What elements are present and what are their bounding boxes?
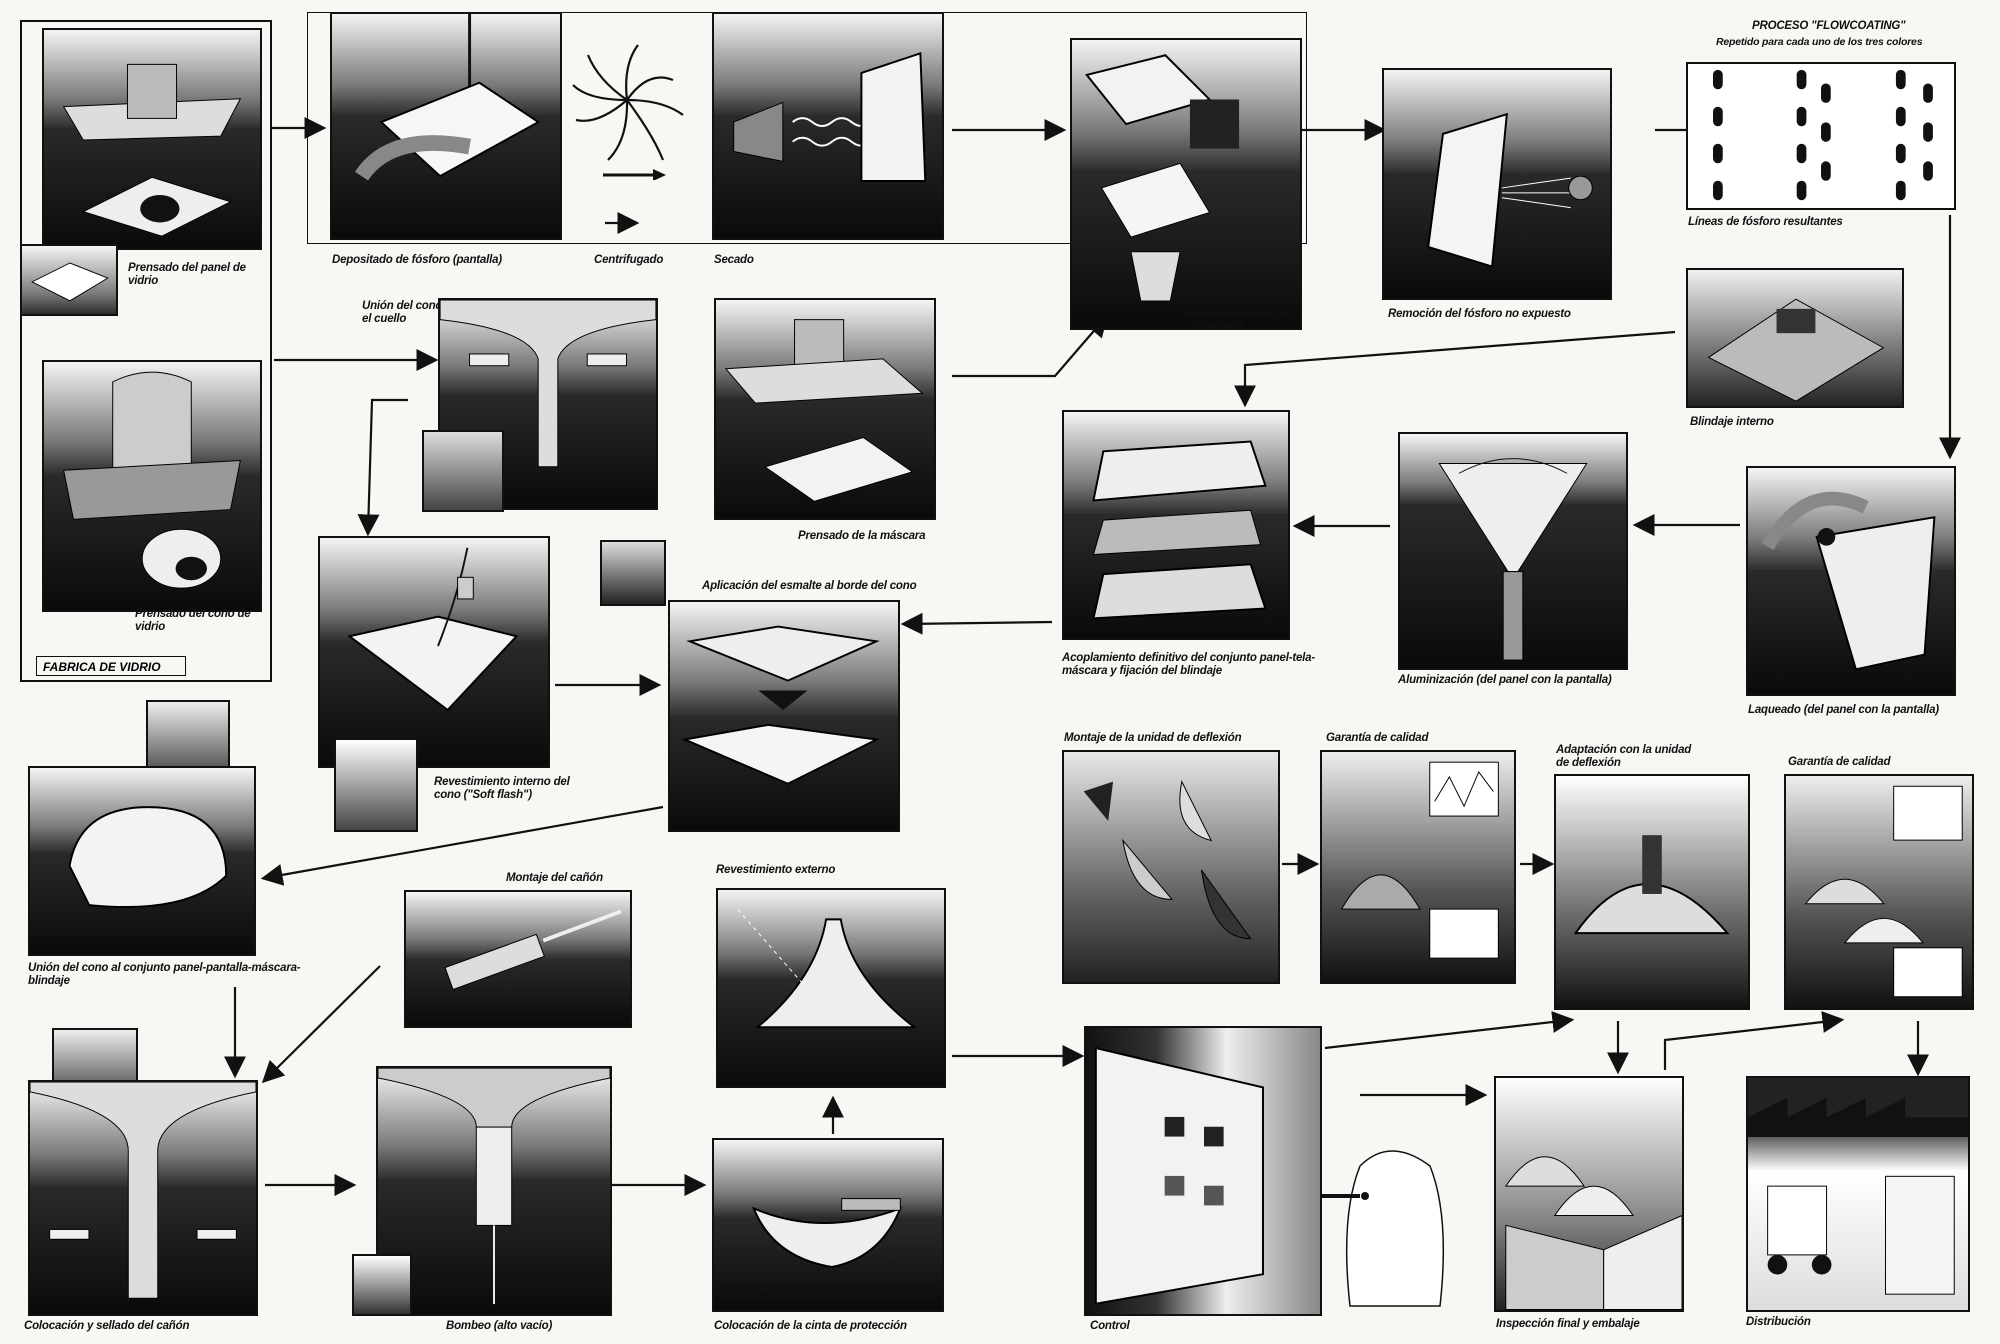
pumping-inset — [352, 1254, 412, 1316]
inner-shield-illustration — [1686, 268, 1904, 408]
depositado-caption: Depositado de fósforo (pantalla) — [332, 254, 502, 266]
inspeccion-caption: Inspección final y embalaje — [1496, 1318, 1640, 1330]
protective-tape-illustration — [712, 1138, 944, 1312]
drying-illustration — [712, 12, 944, 240]
colocacion-canon-caption: Colocación y sellado del cañón — [24, 1320, 190, 1332]
distribucion-caption: Distribución — [1746, 1316, 1811, 1328]
centrifugado-caption: Centrifugado — [594, 254, 664, 266]
deflection-assembly-illustration — [1062, 750, 1280, 984]
prensado-panel-caption: Prensado del panel de vidrio — [128, 262, 246, 287]
phosphor-lines-box — [1686, 62, 1956, 210]
enamel-application-illustration — [668, 600, 900, 832]
bombeo-caption: Bombeo (alto vacío) — [446, 1320, 553, 1332]
glass-factory-outline — [20, 20, 272, 682]
phosphor-removal-illustration — [1382, 68, 1612, 300]
lacquering-illustration — [1746, 466, 1956, 696]
blindaje-caption: Blindaje interno — [1690, 416, 1774, 428]
revestimiento-externo-caption: Revestimiento externo — [716, 864, 836, 876]
garantia2-caption: Garantía de calidad — [1788, 756, 1891, 768]
cone-press-illustration — [42, 360, 262, 612]
spin-illustration — [568, 40, 686, 181]
deflection-adaptation-illustration — [1554, 774, 1750, 1010]
aluminizacion-caption: Aluminización (del panel con la pantalla… — [1398, 674, 1612, 686]
quality-check-1-illustration — [1320, 750, 1516, 984]
adaptacion-caption: Adaptación con la unidad de deflexión — [1556, 744, 1692, 769]
proceso-subtitle: Repetido para cada uno de los tres color… — [1716, 36, 1923, 48]
fabrica-label: FABRICA DE VIDRIO — [36, 656, 186, 676]
laqueado-caption: Laqueado (del panel con la pantalla) — [1748, 704, 1939, 716]
inspector-figure — [1320, 1136, 1460, 1316]
exposicion-caption: Exposición de rayos ultravioleta — [1184, 308, 1293, 333]
inner-coating-inset — [334, 738, 418, 832]
panel-press-inset — [20, 244, 118, 316]
union-cuello-caption: Unión del cono y el cuello — [362, 300, 452, 325]
distribution-illustration — [1746, 1076, 1970, 1312]
garantia1-caption: Garantía de calidad — [1326, 732, 1429, 744]
montaje-canon-caption: Montaje del cañón — [506, 872, 603, 884]
montaje-deflexion-caption: Montaje de la unidad de deflexión — [1064, 732, 1242, 744]
uv-exposure-illustration — [1070, 38, 1302, 330]
control-illustration — [1084, 1026, 1322, 1316]
cone-joining-illustration — [28, 766, 256, 956]
gun-assembly-illustration — [404, 890, 632, 1028]
cone-neck-joining-illustration — [438, 298, 658, 510]
revestimiento-interno-caption: Revestimiento interno del cono ("Soft fl… — [434, 776, 570, 801]
secado-caption: Secado — [714, 254, 754, 266]
gun-sealing-illustration — [28, 1080, 258, 1316]
union-cono-conjunto-caption: Unión del cono al conjunto panel-pantall… — [28, 962, 301, 987]
cone-neck-inset — [422, 430, 504, 512]
aluminizing-illustration — [1398, 432, 1628, 670]
prensado-mascara-caption: Prensado de la máscara — [798, 530, 926, 542]
pumping-illustration — [376, 1066, 612, 1316]
control-caption: Control — [1090, 1320, 1130, 1332]
inner-coating-illustration — [318, 536, 550, 768]
assembly-illustration — [1062, 410, 1290, 640]
acoplamiento-caption: Acoplamiento definitivo del conjunto pan… — [1062, 652, 1315, 677]
panel-press-illustration — [42, 28, 262, 250]
mask-press-illustration — [714, 298, 936, 520]
enamel-inset — [600, 540, 666, 606]
remocion-caption: Remoción del fósforo no expuesto — [1388, 308, 1571, 320]
prensado-cono-caption: Prensado del cono de vidrio — [135, 608, 251, 633]
phosphor-deposit-illustration — [330, 12, 562, 240]
inspection-packing-illustration — [1494, 1076, 1684, 1312]
quality-check-2-illustration — [1784, 774, 1974, 1010]
aplicacion-esmalte-caption: Aplicación del esmalte al borde del cono — [702, 580, 917, 592]
proceso-title: PROCESO "FLOWCOATING" — [1752, 20, 1906, 32]
lineas-caption: Líneas de fósforo resultantes — [1688, 216, 1843, 228]
colocacion-cinta-caption: Colocación de la cinta de protección — [714, 1320, 907, 1332]
outer-coating-illustration — [716, 888, 946, 1088]
